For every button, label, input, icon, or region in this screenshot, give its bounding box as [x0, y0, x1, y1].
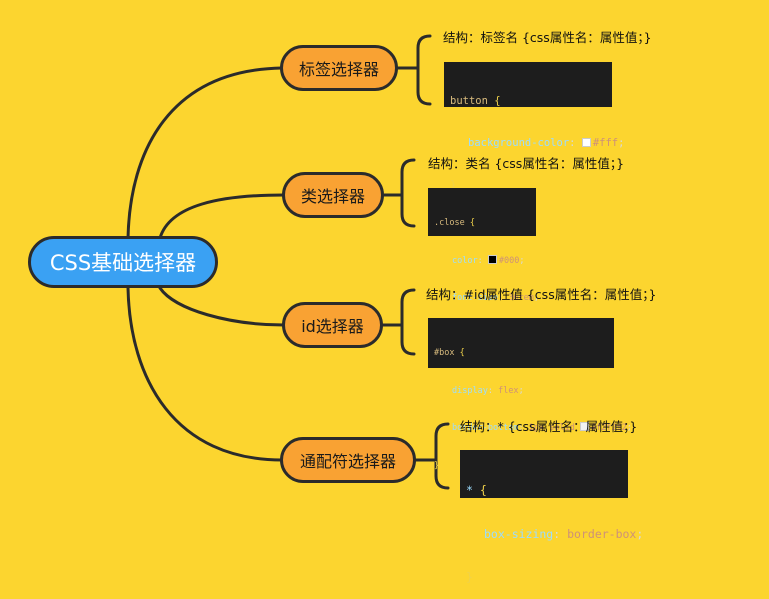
- code-block-class-selector: .close { color: #000; font-size: 36rem; …: [428, 188, 539, 341]
- code-colon: :: [487, 385, 493, 396]
- code-selector: #box: [434, 348, 455, 358]
- branch-label: id选择器: [301, 317, 364, 336]
- code-property: font-size: [452, 293, 499, 303]
- code-brace-close: }: [434, 460, 440, 471]
- structure-label-universal-selector: 结构：* {css属性名：属性值；}: [460, 419, 638, 434]
- code-value: border-box: [567, 526, 637, 541]
- code-selector: .close: [434, 218, 465, 228]
- code-property: display: [452, 385, 488, 396]
- branch-node-class-selector: 类选择器: [282, 172, 384, 218]
- code-semicolon: ;: [618, 137, 625, 149]
- code-brace-close: }: [450, 179, 457, 191]
- code-block-universal-selector: * { box-sizing: border-box; }: [460, 450, 643, 584]
- code-brace-open: {: [494, 95, 501, 107]
- bracket-branch-3: [400, 288, 416, 356]
- branch-node-tag-selector: 标签选择器: [280, 45, 398, 91]
- code-value: #fff: [592, 137, 619, 149]
- connector-root-branch-3: [158, 286, 286, 327]
- code-value: 36rem: [508, 293, 534, 303]
- root-label: CSS基础选择器: [49, 251, 197, 275]
- code-colon: :: [553, 526, 561, 541]
- code-semicolon: ;: [519, 255, 525, 266]
- color-swatch: [581, 138, 591, 147]
- root-node: CSS基础选择器: [28, 236, 218, 288]
- code-semicolon: ;: [636, 526, 644, 541]
- code-value: #000: [498, 255, 520, 266]
- code-value: 1px solid: [528, 423, 575, 433]
- code-brace-open: {: [459, 348, 465, 358]
- branch-node-id-selector: id选择器: [282, 302, 383, 348]
- code-property: background-color: [468, 137, 570, 149]
- branch-label: 标签选择器: [298, 60, 379, 79]
- code-colon: :: [569, 137, 576, 149]
- code-value-color: #f2f2f2: [590, 423, 627, 433]
- code-semicolon: ;: [533, 293, 540, 303]
- code-colon: :: [498, 293, 504, 303]
- branch-label: 通配符选择器: [299, 452, 396, 471]
- code-value: flex: [498, 385, 519, 396]
- code-block-tag-selector: button { background-color: #fff; }: [444, 62, 624, 191]
- bracket-branch-2: [400, 158, 416, 228]
- code-brace-open: {: [479, 483, 487, 497]
- code-selector: *: [466, 483, 473, 497]
- connector-root-branch-2: [158, 193, 286, 240]
- code-semicolon: ;: [626, 423, 632, 433]
- code-brace-close: }: [466, 570, 473, 584]
- code-property: box-sizing: [484, 526, 554, 541]
- code-property: color: [452, 255, 478, 266]
- code-block-id-selector: #box { display: flex; border-bottom: 1px…: [428, 318, 632, 471]
- code-brace-open: {: [469, 218, 475, 228]
- branch-label: 类选择器: [300, 187, 365, 206]
- connector-lines: [126, 34, 450, 490]
- bracket-branch-4: [434, 422, 450, 490]
- structure-label-tag-selector: 结构：标签名 {css属性名：属性值；}: [443, 30, 652, 45]
- color-swatch: [487, 254, 497, 264]
- code-selector: button: [450, 95, 488, 107]
- code-colon: :: [518, 423, 524, 433]
- color-swatch: [579, 422, 589, 431]
- branch-node-universal-selector: 通配符选择器: [280, 437, 416, 483]
- connector-root-branch-4: [126, 286, 284, 462]
- bracket-branch-1: [416, 34, 432, 106]
- structure-label-id-selector: 结构：#id属性值 {css属性名：属性值；}: [426, 287, 657, 302]
- code-property: border-bottom: [452, 423, 519, 433]
- structure-label-class-selector: 结构：类名 {css属性名：属性值；}: [428, 156, 625, 171]
- code-semicolon: ;: [518, 385, 524, 396]
- connector-root-branch-1: [126, 66, 284, 240]
- code-colon: :: [477, 255, 483, 266]
